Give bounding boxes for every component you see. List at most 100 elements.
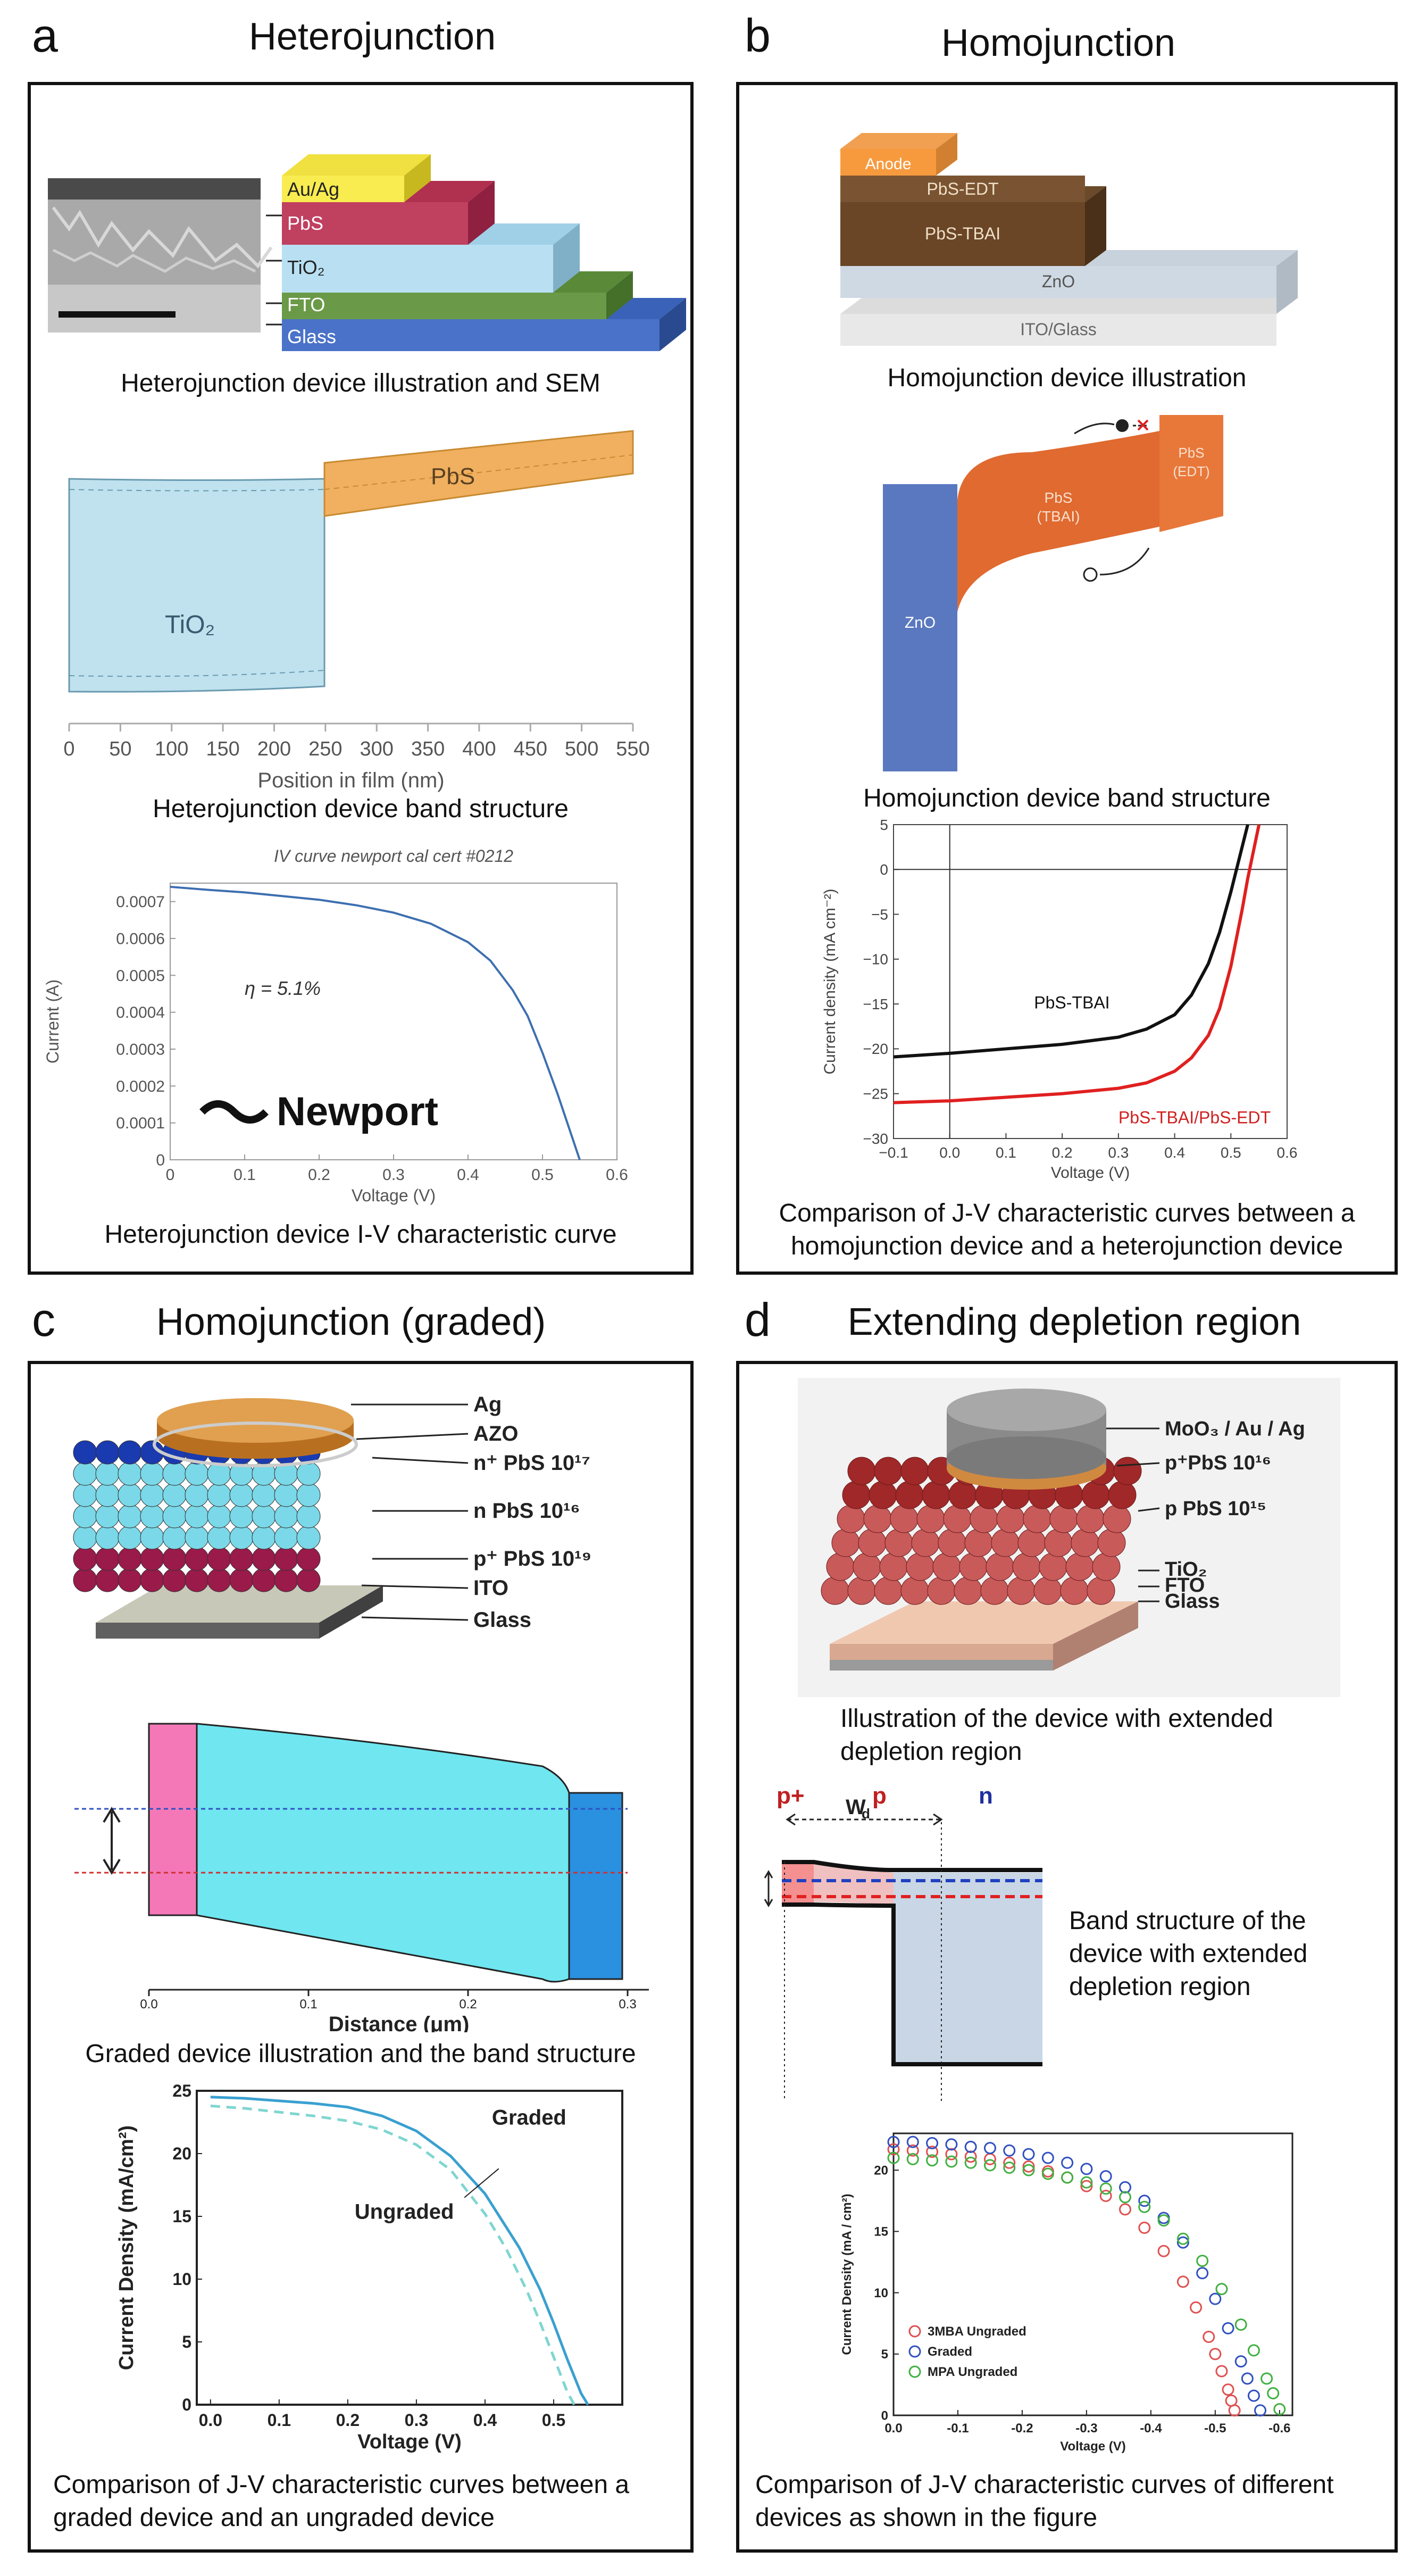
sphere xyxy=(95,1483,120,1507)
plot-frame xyxy=(892,2132,1293,2416)
chart-title: IV curve newport cal cert #0212 xyxy=(274,846,513,866)
scatter-point xyxy=(1273,2403,1286,2415)
x-tick-label: 0.1 xyxy=(233,1166,256,1184)
panel-d-caption-2-line1: Band structure of the xyxy=(1069,1907,1306,1935)
y-tick-label: 0 xyxy=(156,1152,165,1169)
sphere xyxy=(73,1525,97,1550)
sphere xyxy=(847,1457,876,1485)
sphere xyxy=(207,1547,231,1571)
panel-d-caption-2-line3: depletion region xyxy=(1069,1973,1251,2001)
band-label-pbs-tbai-2: (TBAI) xyxy=(1037,508,1080,525)
y-tick-label: 25 xyxy=(172,2081,191,2100)
sphere xyxy=(274,1547,298,1571)
sphere xyxy=(229,1568,254,1592)
layer-label-tio2: TiO₂ xyxy=(1165,1558,1207,1581)
scatter-point xyxy=(1138,2195,1151,2207)
layer-label-p-plus-pbs: p⁺ PbS 10¹⁹ xyxy=(473,1547,591,1570)
scatter-point xyxy=(1234,2355,1247,2368)
panel-b-letter: b xyxy=(745,9,771,62)
band-label-pbs-tbai-1: PbS xyxy=(1045,489,1073,506)
panel-a-caption-3: Heterojunction device I-V characteristic… xyxy=(104,1220,617,1249)
sphere xyxy=(140,1568,164,1592)
sphere xyxy=(948,1481,977,1509)
x-tick-label: −0.1 xyxy=(879,1144,908,1161)
band-xlabel: Distance (μm) xyxy=(329,2013,470,2032)
sphere xyxy=(274,1568,298,1592)
scatter-point xyxy=(1196,2255,1209,2267)
sphere xyxy=(95,1504,120,1528)
scatter-point xyxy=(1222,2322,1234,2334)
x-tick-label: -0.4 xyxy=(1140,2421,1162,2436)
sphere xyxy=(229,1547,254,1571)
layer-label-zno: ZnO xyxy=(1042,272,1075,291)
sphere xyxy=(842,1481,871,1509)
sphere xyxy=(943,1505,972,1533)
jv-series-line xyxy=(893,824,1261,1104)
scatter-point xyxy=(945,2155,958,2168)
sphere xyxy=(853,1552,881,1581)
scatter-point xyxy=(1247,2389,1260,2402)
y-tick-label: −15 xyxy=(863,996,889,1012)
scatter-point xyxy=(926,2146,939,2158)
layer-label-pbs-tbai: PbS-TBAI xyxy=(925,224,1000,243)
x-tick-label: 0.0 xyxy=(199,2411,222,2430)
x-axis-label: Voltage (V) xyxy=(1051,1164,1130,1182)
sphere xyxy=(229,1504,254,1528)
sphere xyxy=(986,1552,1014,1581)
sphere xyxy=(1097,1528,1126,1557)
scatter-point xyxy=(1080,2163,1093,2175)
sphere xyxy=(95,1440,120,1465)
band-label-p: p xyxy=(872,1783,887,1809)
sphere xyxy=(1071,1528,1099,1557)
layer-label-n-pbs: n PbS 10¹⁶ xyxy=(473,1499,580,1523)
y-tick-label: 0.0004 xyxy=(116,1004,165,1021)
x-tick-label: 0.4 xyxy=(473,2411,497,2430)
scatter-point xyxy=(945,2138,958,2151)
sphere xyxy=(1012,1552,1041,1581)
sphere xyxy=(1076,1505,1105,1533)
sphere xyxy=(118,1483,142,1507)
band-tick-label: 0.3 xyxy=(619,1997,636,2012)
layer-label-tio2: TiO₂ xyxy=(287,256,325,278)
newport-logo: Newport xyxy=(199,1089,438,1134)
y-tick-label: 0.0003 xyxy=(116,1041,165,1059)
sphere xyxy=(831,1528,860,1557)
sphere xyxy=(73,1568,97,1592)
sphere xyxy=(185,1504,209,1528)
y-tick-label: −10 xyxy=(863,951,889,968)
y-tick-label: 0.0005 xyxy=(116,967,165,985)
sphere xyxy=(252,1504,276,1528)
x-tick-label: 0.5 xyxy=(1221,1144,1241,1161)
sphere xyxy=(140,1483,164,1507)
sphere xyxy=(1049,1505,1078,1533)
layer-label-ito: ITO/Glass xyxy=(1020,320,1096,339)
scatter-point xyxy=(1041,2151,1054,2164)
sphere xyxy=(996,1505,1025,1533)
sphere xyxy=(162,1461,187,1486)
x-tick-label: 0.6 xyxy=(1277,1144,1298,1161)
sphere xyxy=(980,1576,1009,1605)
y-tick-label: 0.0006 xyxy=(116,930,165,948)
layer-label-pbs-edt: PbS-EDT xyxy=(926,179,998,198)
scatter-point xyxy=(1209,2348,1222,2361)
sphere xyxy=(874,1576,903,1605)
sphere xyxy=(847,1576,876,1605)
sphere xyxy=(1007,1576,1036,1605)
panel-c-caption-2-line2: graded device and an ungraded device xyxy=(53,2504,495,2532)
sphere xyxy=(938,1528,966,1557)
scatter-point xyxy=(983,2153,996,2165)
band-label-pbs-edt-2: (EDT) xyxy=(1173,463,1209,479)
sphere xyxy=(252,1547,276,1571)
y-tick-label: 20 xyxy=(874,2164,888,2178)
sphere xyxy=(970,1505,998,1533)
layer-label-azo: AZO xyxy=(473,1422,518,1445)
sphere xyxy=(1017,1528,1046,1557)
sphere xyxy=(922,1481,950,1509)
band-tick-label: 400 xyxy=(462,738,496,760)
legend-label: 3MBA Ungraded xyxy=(928,2324,1026,2339)
y-tick-label: 0 xyxy=(880,861,888,878)
sphere xyxy=(140,1461,164,1486)
